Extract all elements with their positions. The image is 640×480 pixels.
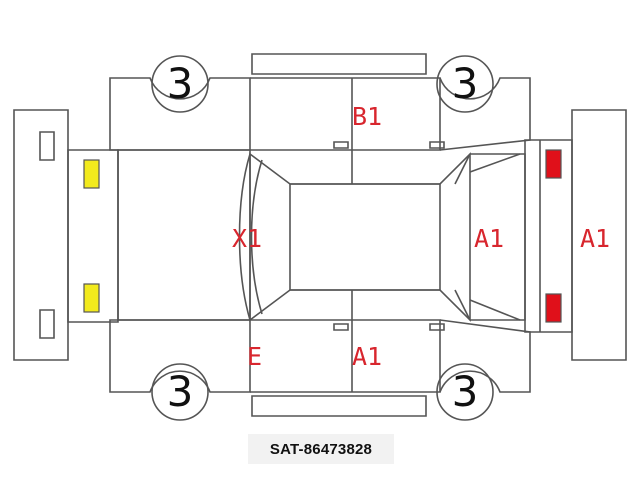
- rear-light-bottom: [545, 293, 562, 323]
- tire-bottom-left: [151, 363, 209, 421]
- bottom-side-step: [251, 395, 427, 417]
- tire-bottom-right: [436, 363, 494, 421]
- tire-bottom-right-number: 3: [451, 367, 479, 416]
- damage-label-hood: X1: [232, 224, 263, 253]
- front-light-bottom: [83, 283, 100, 313]
- front-bumper: [13, 109, 69, 361]
- damage-label-rear-glass: A1: [474, 224, 505, 253]
- vehicle-code-box: SAT-86473828: [248, 434, 394, 464]
- front-light-top: [83, 159, 100, 189]
- damage-label-roof: B1: [352, 102, 383, 131]
- hood: [117, 149, 251, 321]
- tire-top-left-number: 3: [166, 59, 194, 108]
- rear-light-top: [545, 149, 562, 179]
- tire-top-right-number: 3: [451, 59, 479, 108]
- tire-top-right: [436, 55, 494, 113]
- damage-label-rear-bumper: A1: [580, 224, 611, 253]
- tire-top-left: [151, 55, 209, 113]
- tire-bottom-left-number: 3: [166, 367, 194, 416]
- top-side-step: [251, 53, 427, 75]
- damage-label-bottom-left: E: [247, 342, 263, 371]
- vehicle-code: SAT-86473828: [269, 440, 373, 458]
- damage-label-bottom-right: A1: [352, 342, 383, 371]
- roof: [289, 183, 441, 291]
